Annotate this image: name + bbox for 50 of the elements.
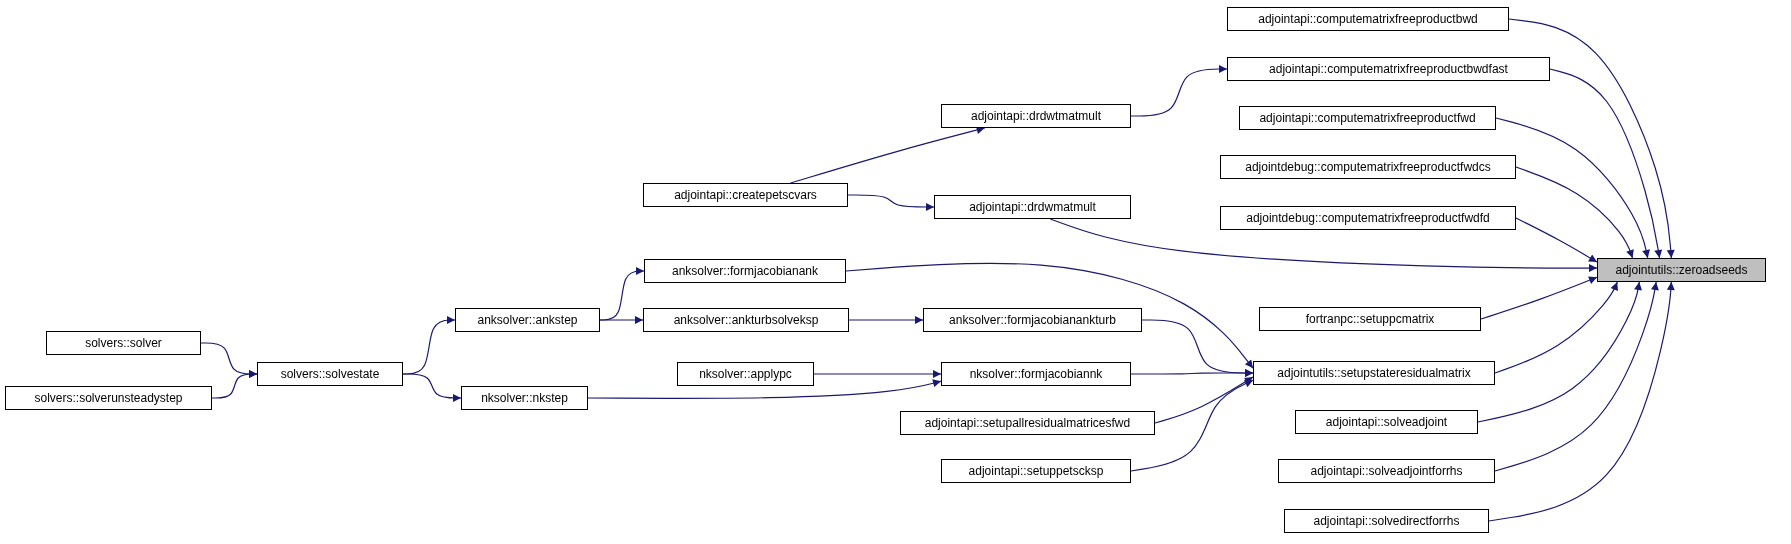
arrow <box>1477 281 1642 423</box>
arrow <box>1549 68 1663 259</box>
arrow <box>1130 65 1228 117</box>
arrow <box>1130 369 1254 377</box>
function-box: adjointapi::solvedirectforrhs <box>1284 509 1489 533</box>
arrow <box>211 370 258 399</box>
function-box: adjointdebug::computematrixfreeproductfwdcs <box>1220 155 1516 179</box>
arrow <box>1515 217 1598 263</box>
function-box: nksolver::nkstep <box>461 386 588 410</box>
arrow <box>790 126 986 184</box>
function-box: adjointapi::computematrixfreeproductfwd <box>1239 106 1496 130</box>
function-box: solvers::solvestate <box>257 362 403 386</box>
arrow <box>1508 18 1675 259</box>
function-box: adjointapi::drdwmatmult <box>934 195 1131 219</box>
function-box: adjointapi::setuppetscksp <box>941 459 1131 483</box>
arrow <box>1494 281 1659 472</box>
arrow <box>1488 281 1675 522</box>
function-box: adjointapi::solveadjointforrhs <box>1278 459 1495 483</box>
arrow <box>1154 376 1254 424</box>
arrow <box>848 316 924 324</box>
function-box: anksolver::ankstep <box>455 308 600 332</box>
arrow <box>1494 281 1618 374</box>
arrow <box>1495 117 1651 259</box>
arrow <box>1049 218 1598 273</box>
function-box: adjointdebug::computematrixfreeproductfwdfd <box>1220 206 1516 230</box>
function-box: nksolver::applypc <box>677 362 814 386</box>
function-box: adjointutils::zeroadseeds <box>1597 258 1766 282</box>
function-box: nksolver::formjacobiannk <box>941 362 1131 386</box>
arrow <box>599 316 644 324</box>
arrow <box>847 194 935 211</box>
function-box: solvers::solverunsteadystep <box>5 386 212 410</box>
function-box: solvers::solver <box>46 331 201 355</box>
function-box: adjointapi::drdwtmatmult <box>941 104 1131 128</box>
arrow <box>1480 276 1598 320</box>
arrow <box>587 379 942 399</box>
function-box: fortranpc::setuppcmatrix <box>1259 307 1481 331</box>
function-box: adjointapi::setupallresidualmatricesfwd <box>900 411 1155 435</box>
function-box: anksolver::formjacobianank <box>644 259 846 283</box>
function-box: anksolver::formjacobianankturb <box>923 308 1142 332</box>
function-box: adjointapi::computematrixfreeproductbwd <box>1227 7 1509 31</box>
arrow <box>1515 166 1634 259</box>
arrow <box>845 262 1254 369</box>
function-box: anksolver::ankturbsolveksp <box>643 308 849 332</box>
function-box: adjointapi::createpetscvars <box>643 183 848 207</box>
function-box: adjointutils::setupstateresidualmatrix <box>1253 361 1495 385</box>
arrow <box>1130 379 1254 472</box>
arrow <box>402 373 462 402</box>
function-box: adjointapi::computematrixfreeproductbwdfast <box>1227 57 1550 81</box>
function-box: adjointapi::solveadjoint <box>1295 410 1478 434</box>
arrow <box>813 370 942 378</box>
